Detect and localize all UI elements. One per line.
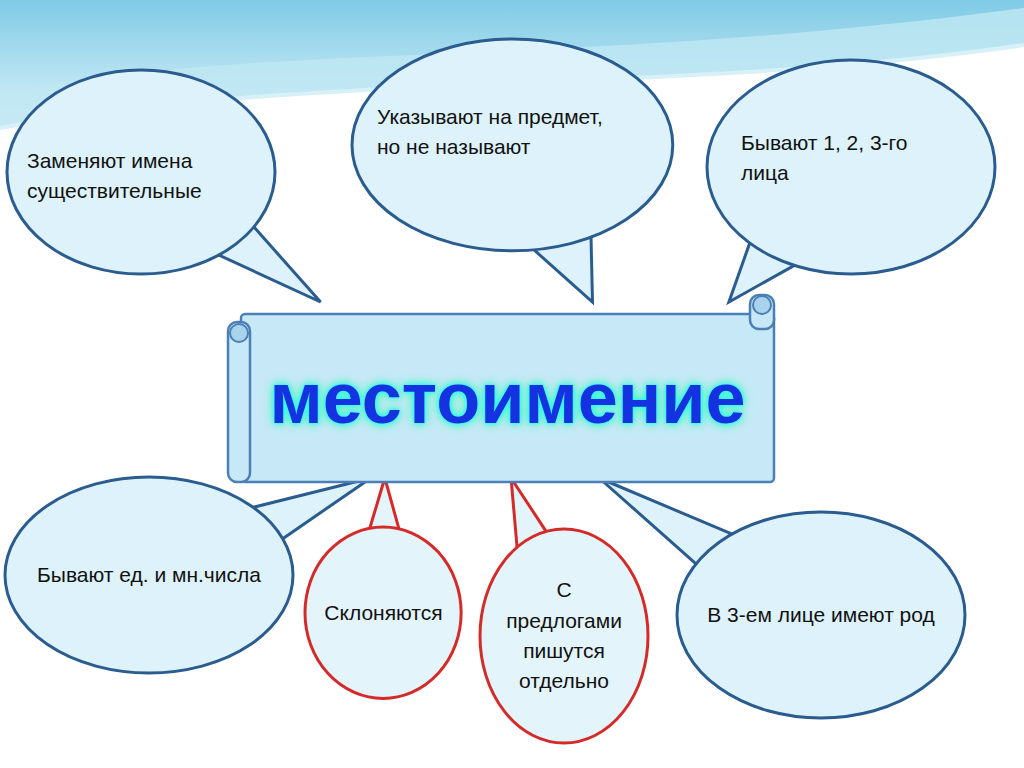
text-block: местоимение: [269, 355, 745, 441]
scroll-curl: [230, 324, 248, 342]
text-block: Заменяют имена существительные: [27, 146, 259, 207]
text-block: С предлогами пишутся отдельно: [501, 575, 627, 697]
bubble-ellipse: [707, 60, 995, 274]
title-word: местоимение: [269, 355, 745, 441]
bubble-text: Бывают ед. и мн.числа: [14, 560, 284, 590]
text-block: Бывают 1, 2, 3-го лица: [741, 128, 953, 189]
speech-bubble: С предлогами пишутся отдельно: [478, 527, 650, 745]
bubble-ellipse: [5, 477, 293, 673]
white-ground: [0, 45, 1024, 768]
bubble-ellipse: [480, 529, 648, 743]
bubble-ellipse: [7, 70, 275, 274]
bubble-text: В 3-ем лице имеют род: [686, 600, 956, 630]
bubble-tail: [369, 478, 399, 531]
bubble-ellipse: [305, 527, 461, 698]
text-block: В 3-ем лице имеют род: [686, 600, 956, 630]
bubble-text: Указывают на предмет, но не называют: [377, 102, 629, 163]
bubble-text: С предлогами пишутся отдельно: [501, 575, 627, 697]
speech-bubble: Бывают ед. и мн.числа: [3, 475, 295, 675]
speech-bubble: В 3-ем лице имеют род: [675, 510, 967, 720]
bubble-text: Склоняются: [311, 598, 456, 628]
text-block: Склоняются: [311, 598, 456, 628]
bubble-ellipse: [677, 512, 965, 718]
bubble-outline: [478, 527, 650, 745]
text-block: Указывают на предмет, но не называют: [377, 102, 629, 163]
scroll-body: [241, 314, 774, 482]
scroll-curl: [753, 296, 771, 314]
speech-bubble: Указывают на предмет, но не называют: [350, 37, 675, 253]
speech-bubble: Склоняются: [303, 525, 463, 700]
speech-bubble: Бывают 1, 2, 3-го лица: [705, 58, 997, 276]
bubble-text: Заменяют имена существительные: [27, 146, 259, 207]
scroll-roll: [750, 295, 774, 329]
text-block: Бывают ед. и мн.числа: [14, 560, 284, 590]
bubble-text: Бывают 1, 2, 3-го лица: [741, 128, 953, 189]
bubble-ellipse: [352, 39, 673, 251]
speech-bubble: Заменяют имена существительные: [5, 68, 277, 276]
scroll-roll: [228, 322, 250, 482]
title-scroll: местоимение: [225, 292, 780, 488]
